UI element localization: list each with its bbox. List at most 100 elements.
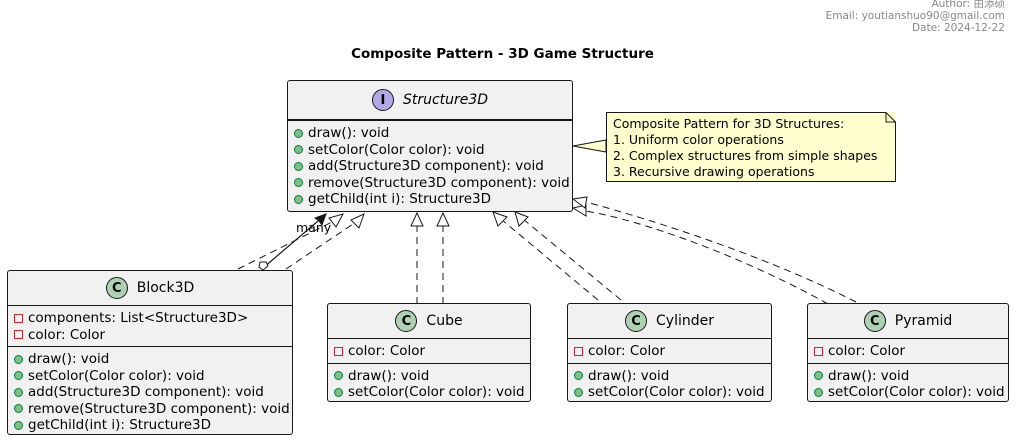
field-row: color: Color <box>568 343 771 360</box>
note-line: 1. Uniform color operations <box>613 132 784 147</box>
realization-edge-cylinder-1 <box>501 219 599 301</box>
realization-edge-pyramid-1 <box>585 210 829 305</box>
realization-edge-block3d-2 <box>285 221 357 270</box>
class-name: Cylinder <box>656 313 714 329</box>
public-visibility-icon <box>14 420 23 430</box>
class-name: Pyramid <box>894 313 953 329</box>
method-text: remove(Structure3D component): void <box>28 400 290 417</box>
arrowhead-pyramid-2 <box>571 196 588 209</box>
method-row: setColor(Color color): void <box>568 384 771 401</box>
email-text: Email: youtianshuo90@gmail.com <box>825 10 1005 22</box>
diagram-header: Author: 由添硕 Email: youtianshuo90@gmail.c… <box>826 0 1005 34</box>
method-row: setColor(Color color): void <box>8 368 292 385</box>
arrowhead-pyramid-1 <box>571 204 587 217</box>
method-text: getChild(int i): Structure3D <box>28 417 212 433</box>
design-note: Composite Pattern for 3D Structures:1. U… <box>606 112 896 182</box>
public-visibility-icon <box>334 387 343 397</box>
field-row: color: Color <box>8 327 292 344</box>
arrowhead-block3d-2 <box>350 213 365 229</box>
class-fields: components: List<Structure3D>color: Colo… <box>8 306 292 346</box>
note-connector <box>572 139 607 153</box>
method-text: setColor(Color color): void <box>28 367 205 384</box>
class-name: Block3D <box>136 280 195 296</box>
public-visibility-icon <box>294 145 303 155</box>
class-badge-icon: C <box>395 310 418 332</box>
method-row: remove(Structure3D component): void <box>288 175 572 192</box>
public-visibility-icon <box>14 387 23 397</box>
public-visibility-icon <box>294 128 303 138</box>
method-row: setColor(Color color): void <box>328 384 530 401</box>
class-fields: color: Color <box>328 339 530 363</box>
class-fields: color: Color <box>808 339 1008 363</box>
class-header: C Cube <box>328 304 530 339</box>
interface-name: Structure3D <box>402 92 489 108</box>
realization-edge-pyramid-2 <box>585 201 857 303</box>
aggregation-arrowhead <box>313 213 327 227</box>
method-row: draw(): void <box>808 368 1008 385</box>
arrowhead-block3d-1 <box>328 213 345 228</box>
private-visibility-icon <box>334 346 343 356</box>
method-row: draw(): void <box>568 368 771 385</box>
method-row: setColor(Color color): void <box>808 384 1008 401</box>
public-visibility-icon <box>814 387 823 397</box>
field-row: components: List<Structure3D> <box>8 310 292 327</box>
method-text: draw(): void <box>828 367 910 384</box>
class-header: C Cylinder <box>568 304 771 339</box>
field-text: color: Color <box>588 343 666 359</box>
field-text: color: Color <box>348 343 426 359</box>
public-visibility-icon <box>574 387 583 397</box>
class-block3d: C Block3D components: List<Structure3D>c… <box>7 270 293 435</box>
method-text: draw(): void <box>308 125 390 141</box>
method-row: add(Structure3D component): void <box>8 384 292 401</box>
interface-badge-icon: I <box>371 89 394 111</box>
field-row: color: Color <box>808 343 1008 360</box>
method-row: draw(): void <box>288 125 572 142</box>
private-visibility-icon <box>14 330 23 340</box>
arrowhead-cube-2 <box>436 211 450 227</box>
note-line: 3. Recursive drawing operations <box>613 164 815 179</box>
arrowhead-cylinder-2 <box>514 211 529 227</box>
class-fields: color: Color <box>568 339 771 363</box>
method-text: draw(): void <box>348 367 430 384</box>
aggregation-diamond <box>258 261 269 271</box>
arrowhead-cylinder-1 <box>492 211 508 227</box>
class-badge-icon: C <box>625 310 648 332</box>
interface-header: I Structure3D <box>288 81 572 120</box>
class-badge-icon: C <box>105 277 128 299</box>
private-visibility-icon <box>14 313 23 323</box>
method-text: getChild(int i): Structure3D <box>308 191 492 207</box>
aggregation-edge <box>262 220 319 269</box>
private-visibility-icon <box>814 346 823 356</box>
class-name: Cube <box>426 313 463 329</box>
method-text: add(Structure3D component): void <box>28 384 264 400</box>
arrowhead-cube-1 <box>410 211 424 227</box>
realization-edge-cylinder-2 <box>522 218 622 301</box>
class-badge-icon: C <box>863 310 886 332</box>
method-text: setColor(Color color): void <box>308 141 485 158</box>
association-multiplicity: many <box>296 220 332 235</box>
private-visibility-icon <box>574 346 583 356</box>
public-visibility-icon <box>294 161 303 171</box>
method-row: remove(Structure3D component): void <box>8 401 292 418</box>
public-visibility-icon <box>814 371 823 381</box>
public-visibility-icon <box>14 371 23 381</box>
realization-edge-block3d-1 <box>237 220 335 270</box>
public-visibility-icon <box>294 194 303 204</box>
date-text: Date: 2024-12-22 <box>912 22 1005 34</box>
method-text: setColor(Color color): void <box>828 384 1005 400</box>
author-text: Author: 由添硕 <box>931 0 1005 10</box>
public-visibility-icon <box>334 371 343 381</box>
public-visibility-icon <box>294 178 303 188</box>
method-text: draw(): void <box>28 351 110 367</box>
class-header: C Pyramid <box>808 304 1008 339</box>
